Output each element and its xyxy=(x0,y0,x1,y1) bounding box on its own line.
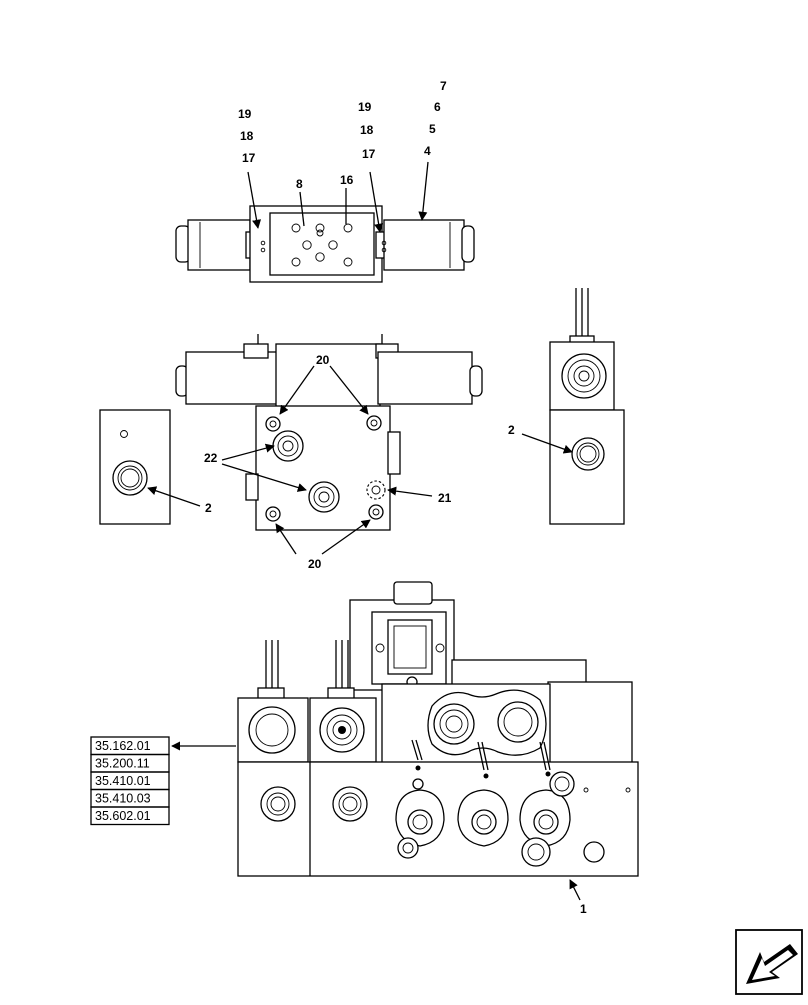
valve-subplate-view xyxy=(175,334,483,531)
manifold-assembly-view xyxy=(237,581,639,877)
leader-22a xyxy=(221,443,275,461)
next-page-arrow-icon[interactable] xyxy=(735,929,803,995)
callout-6: 6 xyxy=(434,100,441,114)
reference-link-4[interactable]: 35.410.03 xyxy=(95,792,151,806)
leader-22b xyxy=(221,463,307,492)
callout-16: 16 xyxy=(340,173,354,187)
leader-20bot-b xyxy=(321,519,371,555)
callout-17-right: 17 xyxy=(362,147,376,161)
leader-21 xyxy=(387,486,433,497)
reference-table: 35.162.01 35.200.11 35.410.01 35.410.03 … xyxy=(90,736,170,826)
reference-link-2[interactable]: 35.200.11 xyxy=(95,757,150,771)
leader-2left xyxy=(147,486,201,507)
callout-8: 8 xyxy=(296,177,303,191)
leader-20bot-a xyxy=(275,523,297,555)
callout-18-left: 18 xyxy=(240,129,254,143)
callout-1: 1 xyxy=(580,902,587,916)
reference-link-3[interactable]: 35.410.01 xyxy=(95,774,151,788)
solenoid-valve-top-view xyxy=(175,205,475,283)
callout-22: 22 xyxy=(204,451,218,465)
leader-20top-a xyxy=(279,365,315,415)
right-side-block-view xyxy=(549,288,625,525)
callout-2-left: 2 xyxy=(205,501,212,515)
leader-8 xyxy=(299,191,305,227)
callout-4: 4 xyxy=(424,144,431,158)
callout-19-left: 19 xyxy=(238,107,252,121)
leader-4 xyxy=(418,161,429,221)
callout-2-right: 2 xyxy=(508,423,515,437)
reference-link-1[interactable]: 35.162.01 xyxy=(95,739,151,753)
leader-17b xyxy=(369,171,384,233)
reference-link-5[interactable]: 35.602.01 xyxy=(95,809,151,823)
callout-19-right: 19 xyxy=(358,100,372,114)
leader-2right xyxy=(521,433,573,454)
callout-17-left: 17 xyxy=(242,151,256,165)
reference-box-5[interactable] xyxy=(90,806,170,826)
left-side-block-view xyxy=(99,409,171,525)
callout-21: 21 xyxy=(438,491,452,505)
callout-7: 7 xyxy=(440,79,447,93)
callout-20-bottom: 20 xyxy=(308,557,322,571)
leader-1 xyxy=(569,879,581,901)
leader-17a xyxy=(247,171,262,229)
leader-20top-b xyxy=(329,365,369,415)
callout-5: 5 xyxy=(429,122,436,136)
callout-18-right: 18 xyxy=(360,123,374,137)
callout-20-top: 20 xyxy=(316,353,330,367)
